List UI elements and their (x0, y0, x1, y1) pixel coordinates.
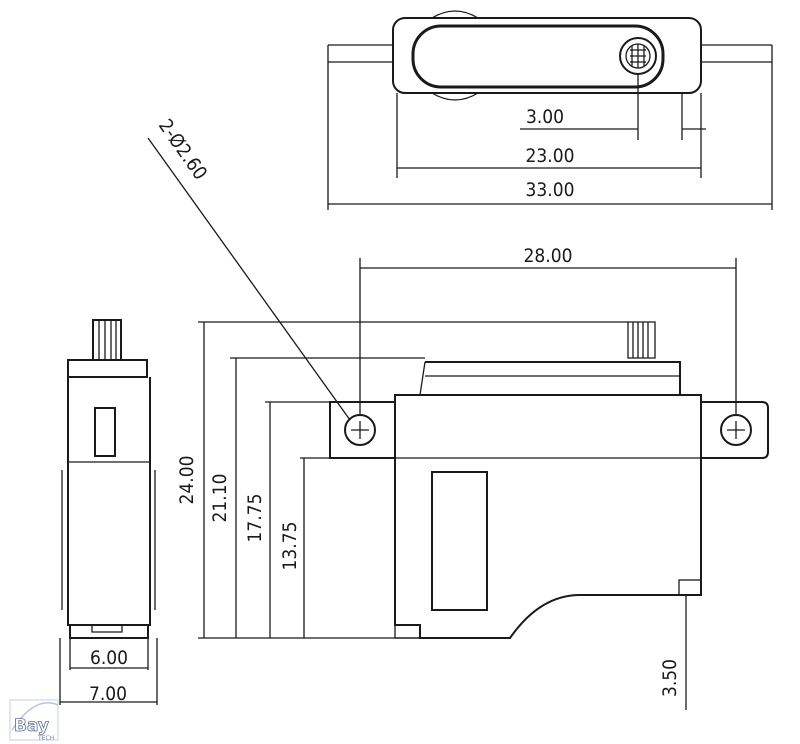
dim-13-75: 13.75 (279, 522, 301, 571)
dim-6-00: 6.00 (90, 647, 128, 669)
dim-21-10: 21.10 (209, 474, 231, 523)
dimension-labels: 3.00 23.00 33.00 28.00 2-Ø2.60 24.00 21.… (89, 106, 681, 705)
dim-7-00: 7.00 (89, 683, 127, 705)
logo-swoosh (11, 702, 59, 731)
top-view (327, 10, 773, 210)
dim-23-00: 23.00 (526, 145, 575, 167)
dim-3-50: 3.50 (659, 659, 681, 697)
dim-24-00: 24.00 (176, 456, 198, 505)
logo-subtext: TECH (37, 735, 54, 742)
logo-text: Bay (14, 716, 49, 736)
hole-callout: 2-Ø2.60 (154, 115, 211, 184)
dim-3-00: 3.00 (526, 106, 564, 128)
dim-28-00: 28.00 (524, 245, 573, 267)
side-view (59, 319, 158, 705)
dim-17-75: 17.75 (244, 494, 266, 543)
front-view (147, 137, 769, 710)
dim-33-00: 33.00 (526, 179, 575, 201)
bay-tech-logo: Bay TECH (9, 699, 59, 742)
